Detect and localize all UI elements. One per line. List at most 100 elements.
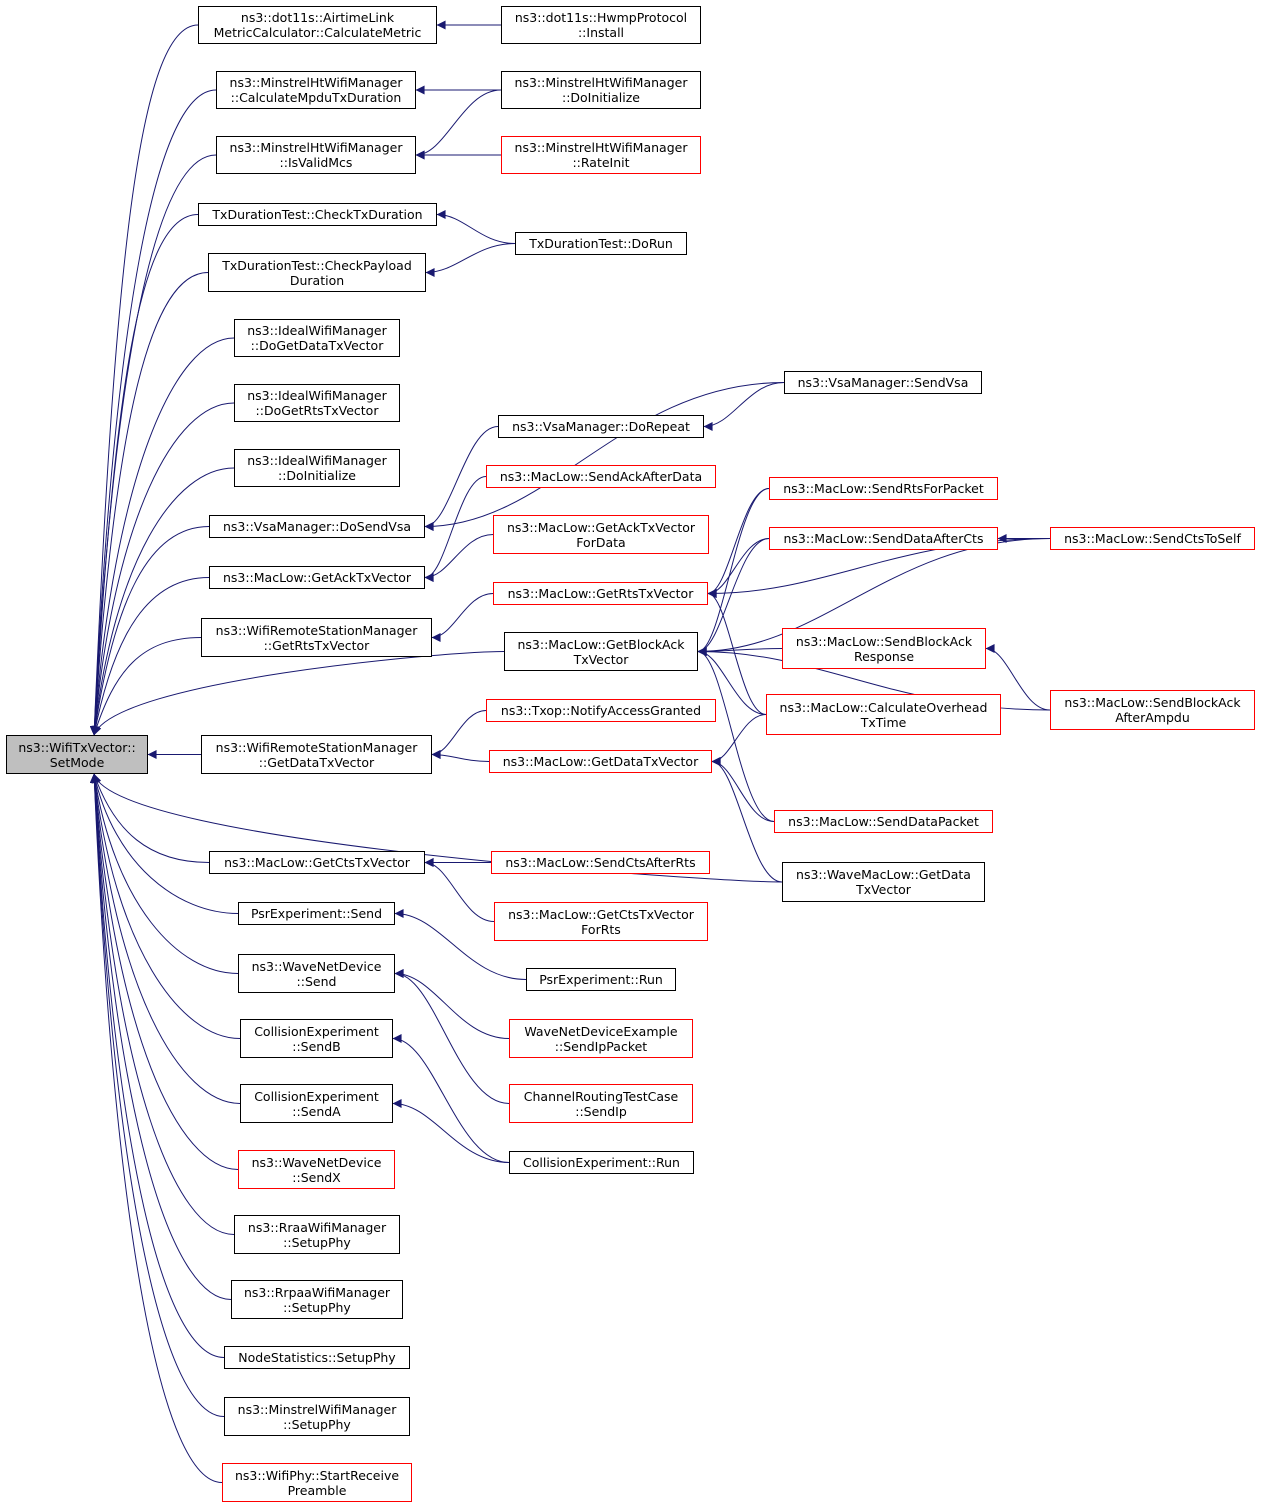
node-label-line: ns3::WaveMacLow::GetData (796, 867, 971, 882)
graph-node[interactable]: ns3::MacLow::SendCtsToSelf (1050, 527, 1255, 550)
graph-node[interactable]: ns3::MacLow::SendDataPacket (774, 810, 993, 833)
edge-m2-to-n3 (415, 89, 502, 160)
graph-node[interactable]: ns3::MacLow::GetDataTxVector (489, 750, 712, 773)
edge-n17-to-root (90, 773, 241, 1104)
graph-node[interactable]: PsrExperiment::Run (526, 968, 676, 991)
node-label-line: TxVector (856, 882, 911, 897)
node-label-line: WaveNetDeviceExample (524, 1023, 678, 1039)
node-label-line: ns3::MacLow::GetAckTxVector (222, 570, 412, 585)
graph-node[interactable]: ns3::MinstrelHtWifiManager::DoInitialize (501, 71, 701, 109)
graph-node[interactable]: ns3::MinstrelWifiManager::SetupPhy (224, 1397, 410, 1436)
node-label-line: ::DoInitialize (561, 90, 640, 105)
graph-node[interactable]: ChannelRoutingTestCase::SendIp (509, 1084, 693, 1123)
graph-node[interactable]: ns3::MinstrelHtWifiManager::RateInit (501, 136, 701, 174)
edge-m8-to-n11 (431, 593, 494, 642)
edge-n7-to-root (90, 402, 235, 736)
graph-node[interactable]: ns3::MacLow::SendAckAfterData (486, 465, 716, 488)
edge-n14-to-root (91, 773, 239, 914)
graph-node[interactable]: ns3::WifiRemoteStationManager::GetRtsTxV… (201, 618, 432, 657)
edge-m15-to-n15 (394, 969, 510, 1104)
node-label-line: ns3::MacLow::GetBlockAck (517, 636, 685, 652)
edge-m16-to-n17 (392, 1099, 510, 1163)
node-label-line: ns3::MacLow::GetAckTxVector (506, 519, 696, 535)
edge-m13-to-n14 (394, 909, 527, 980)
node-label-line: ns3::RraaWifiManager (247, 1219, 387, 1235)
graph-node[interactable]: ns3::VsaManager::SendVsa (784, 371, 982, 394)
node-label-line: ns3::MinstrelHtWifiManager (514, 140, 688, 155)
graph-node[interactable]: ns3::VsaManager::DoRepeat (498, 415, 704, 438)
edge-n13-to-root (92, 773, 210, 863)
node-label-line: ns3::MacLow::SendDataPacket (788, 814, 979, 829)
node-label-line: ::SetupPhy (283, 1416, 351, 1432)
node-label-line: ::SendB (292, 1038, 341, 1054)
node-label-line: TxDurationTest::CheckPayload (222, 257, 412, 273)
node-label-line: ns3::WaveNetDevice (251, 1154, 382, 1170)
graph-node[interactable]: CollisionExperiment::SendA (240, 1084, 393, 1123)
node-label-line: ns3::MacLow::CalculateOverhead (779, 699, 988, 715)
node-label-line: CollisionExperiment (254, 1023, 379, 1039)
node-label-line: ns3::MacLow::SendBlockAck (795, 633, 973, 649)
graph-node[interactable]: ns3::MacLow::SendCtsAfterRts (491, 851, 710, 874)
node-label-line: CollisionExperiment (254, 1088, 379, 1104)
graph-node[interactable]: NodeStatistics::SetupPhy (224, 1346, 410, 1369)
graph-node[interactable]: ns3::IdealWifiManager::DoInitialize (234, 449, 400, 487)
graph-node[interactable]: CollisionExperiment::Run (509, 1151, 694, 1174)
node-label-line: ns3::VsaManager::DoRepeat (512, 419, 690, 434)
graph-node[interactable]: ns3::WaveNetDevice::Send (238, 954, 395, 993)
graph-node[interactable]: ns3::MacLow::GetRtsTxVector (493, 582, 708, 605)
graph-node[interactable]: ns3::RraaWifiManager::SetupPhy (234, 1215, 400, 1254)
edge-n11-to-root (92, 637, 202, 736)
edge-n21-to-root (89, 773, 225, 1358)
node-label-line: TxDurationTest::DoRun (529, 236, 673, 251)
graph-node[interactable]: ns3::Txop::NotifyAccessGranted (486, 699, 716, 722)
graph-node[interactable]: ns3::MacLow::GetAckTxVector (209, 566, 425, 589)
node-label-line: ns3::dot11s::AirtimeLink (240, 10, 395, 25)
edge-r1-to-m5 (703, 382, 785, 431)
edge-n5-to-root (90, 272, 209, 736)
edge-n19-to-root (90, 773, 235, 1235)
graph-node[interactable]: TxDurationTest::CheckTxDuration (198, 203, 437, 226)
node-label-line: ns3::MinstrelHtWifiManager (514, 75, 688, 90)
graph-node[interactable]: PsrExperiment::Send (238, 902, 395, 925)
graph-node[interactable]: ns3::MinstrelHtWifiManager::CalculateMpd… (216, 71, 416, 109)
graph-node[interactable]: ns3::IdealWifiManager::DoGetDataTxVector (234, 319, 400, 357)
node-label-line: SetMode (49, 754, 105, 770)
node-label-line: ns3::MinstrelWifiManager (237, 1401, 397, 1417)
edge-n16-to-root (90, 773, 241, 1039)
graph-node[interactable]: ns3::VsaManager::DoSendVsa (209, 515, 425, 538)
graph-node[interactable]: ns3::IdealWifiManager::DoGetRtsTxVector (234, 384, 400, 422)
graph-node[interactable]: ns3::MacLow::SendRtsForPacket (769, 477, 998, 500)
graph-node[interactable]: TxDurationTest::DoRun (515, 232, 687, 255)
edge-s2-to-r4 (985, 644, 1051, 711)
node-label-line: ::SendA (292, 1103, 341, 1119)
node-label-line: ns3::MacLow::GetCtsTxVector (224, 855, 410, 870)
node-label-line: ns3::MacLow::SendAckAfterData (499, 469, 703, 484)
graph-node[interactable]: ns3::WifiRemoteStationManager::GetDataTx… (201, 735, 432, 774)
edge-r3-to-n24 (697, 538, 770, 656)
edge-r3-to-m8 (707, 538, 770, 598)
graph-node[interactable]: CollisionExperiment::SendB (240, 1019, 393, 1058)
node-label-line: MetricCalculator::CalculateMetric (213, 25, 422, 40)
graph-node[interactable]: WaveNetDeviceExample::SendIpPacket (509, 1019, 693, 1058)
node-label-line: ns3::MinstrelHtWifiManager (229, 75, 403, 90)
graph-node[interactable]: ns3::dot11s::HwmpProtocol::Install (501, 6, 701, 44)
node-label-line: CollisionExperiment::Run (523, 1155, 680, 1170)
graph-node[interactable]: ns3::MinstrelHtWifiManager::IsValidMcs (216, 136, 416, 174)
graph-node[interactable]: ns3::MacLow::SendDataAfterCts (769, 527, 998, 550)
edge-n20-to-root (90, 773, 232, 1300)
node-label-line: Duration (289, 272, 345, 288)
graph-node[interactable]: ns3::WaveNetDevice::SendX (238, 1150, 395, 1189)
graph-node[interactable]: ns3::RrpaaWifiManager::SetupPhy (231, 1280, 403, 1319)
node-label-line: ns3::VsaManager::DoSendVsa (222, 519, 411, 534)
graph-node[interactable]: ns3::MacLow::GetCtsTxVector (209, 851, 425, 874)
